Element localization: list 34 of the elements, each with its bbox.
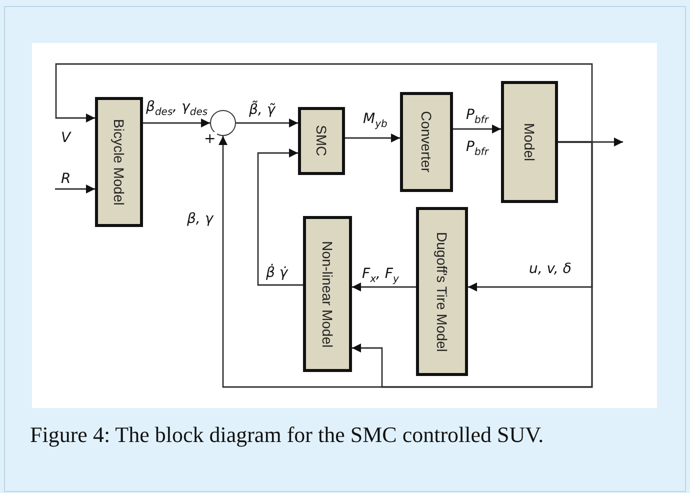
signal-label: M$_{yb}$ xyxy=(362,112,388,130)
signal-label: P$_{bfr}$ xyxy=(465,140,490,158)
block-label: Model xyxy=(522,122,538,162)
block-box xyxy=(298,107,345,175)
signal-arrow xyxy=(55,63,593,143)
signal-label: β$_{des}$, γ$_{des}$ xyxy=(145,100,209,118)
signal-label: u, v, δ xyxy=(528,262,572,276)
block-label: SMC xyxy=(314,125,330,157)
signal-arrow xyxy=(143,118,210,128)
block-box xyxy=(501,81,558,203)
block-box xyxy=(95,97,143,227)
signal-arrow xyxy=(352,282,416,292)
signal-arrow xyxy=(257,148,303,286)
signal-arrow xyxy=(453,124,501,134)
signal-label: P$_{bfr}$ xyxy=(465,108,490,126)
sign-label: + xyxy=(203,132,217,146)
signal-arrow xyxy=(55,184,95,194)
block-label: Converter xyxy=(418,111,434,173)
figure-caption: Figure 4: The block diagram for the SMC controlled SUV. xyxy=(30,421,545,448)
signal-label: R xyxy=(60,172,72,186)
signal-arrow xyxy=(345,134,400,142)
block-box xyxy=(416,207,468,376)
block-label: Dugoff's Tire Model xyxy=(434,232,450,352)
signal-label: β, γ xyxy=(186,212,214,226)
signal-label: β̃, γ̃ xyxy=(248,103,276,117)
signal-arrow xyxy=(236,118,298,128)
signal-label: β̇ γ̇ xyxy=(265,266,289,280)
block-label: Bicycle Model xyxy=(111,118,127,206)
block-label: Non-linear Model xyxy=(320,240,336,348)
signal-label: F$_{x}$, F$_{y}$ xyxy=(361,267,400,285)
signal-arrow xyxy=(352,141,593,388)
signal-label: V xyxy=(60,131,72,145)
block-box xyxy=(400,92,453,192)
block-box xyxy=(303,216,352,372)
